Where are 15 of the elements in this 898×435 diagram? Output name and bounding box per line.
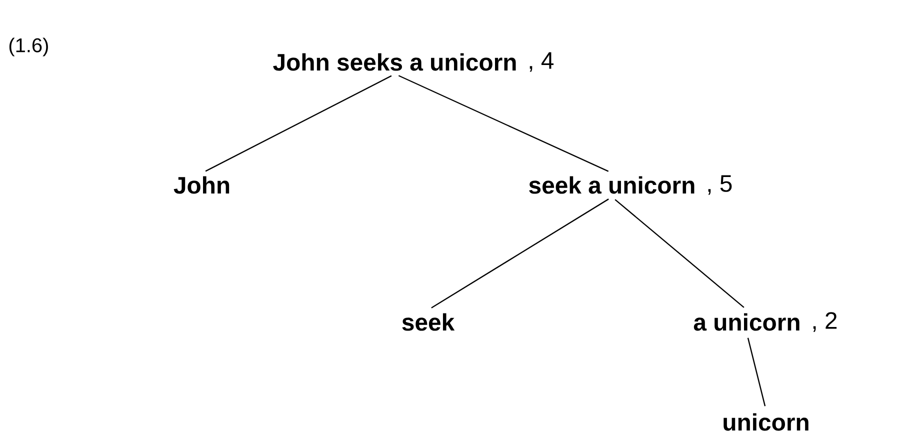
tree-node-label: John xyxy=(174,176,230,194)
tree-node-label: seek a unicorn xyxy=(529,176,694,194)
tree-node-label: John seeks a unicorn xyxy=(273,53,516,71)
tree-node-label: seek xyxy=(402,313,455,331)
tree-node-label: a unicorn xyxy=(694,313,800,331)
tree-branch xyxy=(747,338,766,406)
tree-branch xyxy=(431,198,609,308)
tree-branch xyxy=(205,75,392,172)
example-number: (1.6) xyxy=(9,38,48,56)
tree-node-label: unicorn xyxy=(724,413,808,431)
rule-number: , 4 xyxy=(530,52,554,72)
rule-number: , 2 xyxy=(813,312,837,332)
tree-branch xyxy=(614,199,744,308)
rule-number: , 5 xyxy=(708,175,732,195)
tree-branch xyxy=(398,75,609,172)
